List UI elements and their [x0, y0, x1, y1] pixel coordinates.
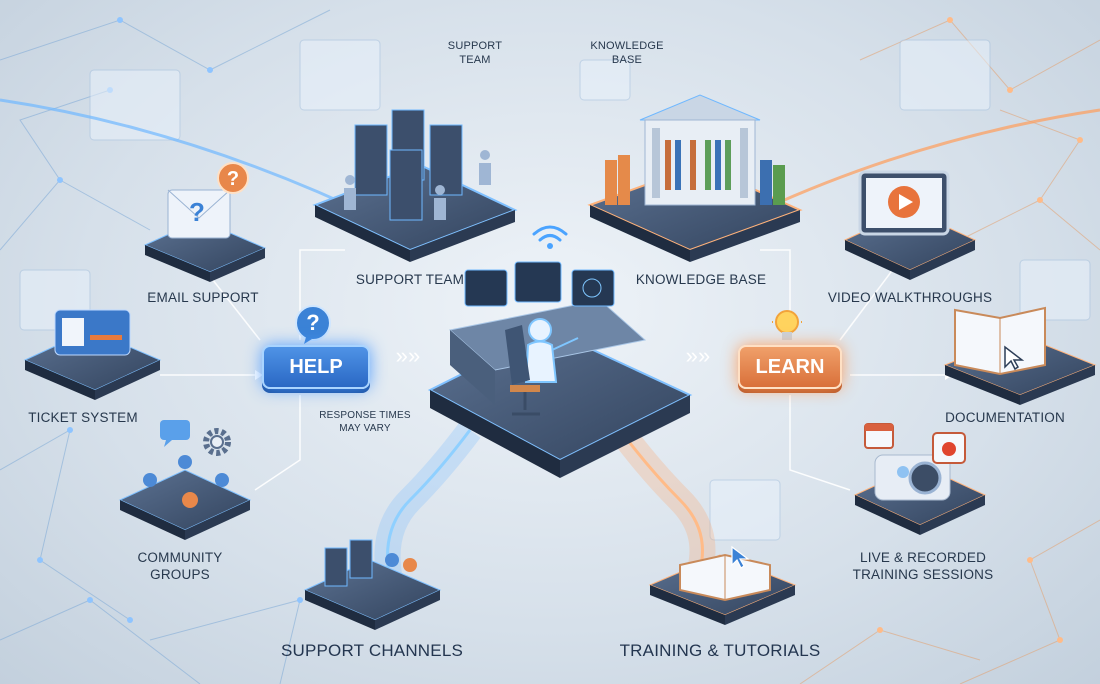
projector-icon [897, 466, 909, 478]
knowledge-base-library [587, 94, 803, 262]
support-channels-module [303, 539, 442, 630]
lightbulb-icon [772, 310, 802, 340]
label-training-sessions: LIVE & RECORDED TRAINING SESSIONS [852, 550, 994, 582]
orange-data-path [609, 422, 716, 574]
gear-icon [203, 428, 231, 456]
ticket-system-module [23, 309, 162, 400]
community-groups-module [118, 455, 252, 540]
wifi-icon [532, 225, 568, 249]
label-support-channels: SUPPORT CHANNELS [280, 641, 464, 660]
network-nodes-right [877, 17, 1083, 643]
learn-button[interactable]: LEARN [738, 345, 842, 389]
book-cursor-icon [731, 545, 750, 569]
label-documentation: DOCUMENTATION [945, 410, 1065, 425]
connectors-orange [760, 249, 945, 491]
blue-data-path [374, 422, 481, 583]
label-ticket-system: TICKET SYSTEM [28, 410, 138, 425]
svg-text:?: ? [189, 197, 205, 227]
person-figure [524, 318, 579, 383]
label-knowledge-base: KNOWLEDGE BASE [635, 272, 767, 287]
documentation-module [943, 306, 1097, 405]
svg-text:?: ? [306, 310, 319, 335]
envelope-question-icon: ? [217, 162, 249, 194]
training-sessions-module [853, 454, 987, 535]
label-email-support: EMAIL SUPPORT [147, 290, 259, 305]
calendar-icon [864, 423, 894, 449]
cursor-icon [1004, 345, 1025, 371]
arrow-center-to-learn: »» [685, 343, 711, 368]
email-support-module [143, 189, 267, 282]
support-team-servers [312, 109, 518, 262]
label-community-groups: COMMUNITY GROUPS [137, 550, 223, 582]
envelope-icon: ? [189, 197, 205, 227]
chat-icon [160, 420, 190, 447]
video-walkthroughs-module [843, 170, 977, 280]
question-bubble-icon: ? [295, 305, 331, 344]
play-icon [888, 186, 920, 218]
calendar-record-icon [932, 432, 966, 464]
label-training-tutorials: TRAINING & TUTORIALS [619, 641, 821, 660]
arrow-help-to-center: »» [395, 343, 421, 368]
training-tutorials-module [648, 553, 797, 625]
help-button[interactable]: HELP [262, 345, 370, 389]
svg-text:?: ? [227, 168, 239, 190]
central-workstation [427, 261, 693, 478]
label-response-times: RESPONSE TIMES MAY VARY [319, 410, 411, 434]
label-knowledge-base-top: KNOWLEDGE BASE [590, 40, 664, 66]
label-support-team-top: SUPPORT TEAM [447, 40, 503, 66]
connectors-blue [160, 249, 345, 491]
label-video-walkthroughs: VIDEO WALKTHROUGHS [827, 290, 993, 305]
label-support-team: SUPPORT TEAM [355, 272, 465, 287]
